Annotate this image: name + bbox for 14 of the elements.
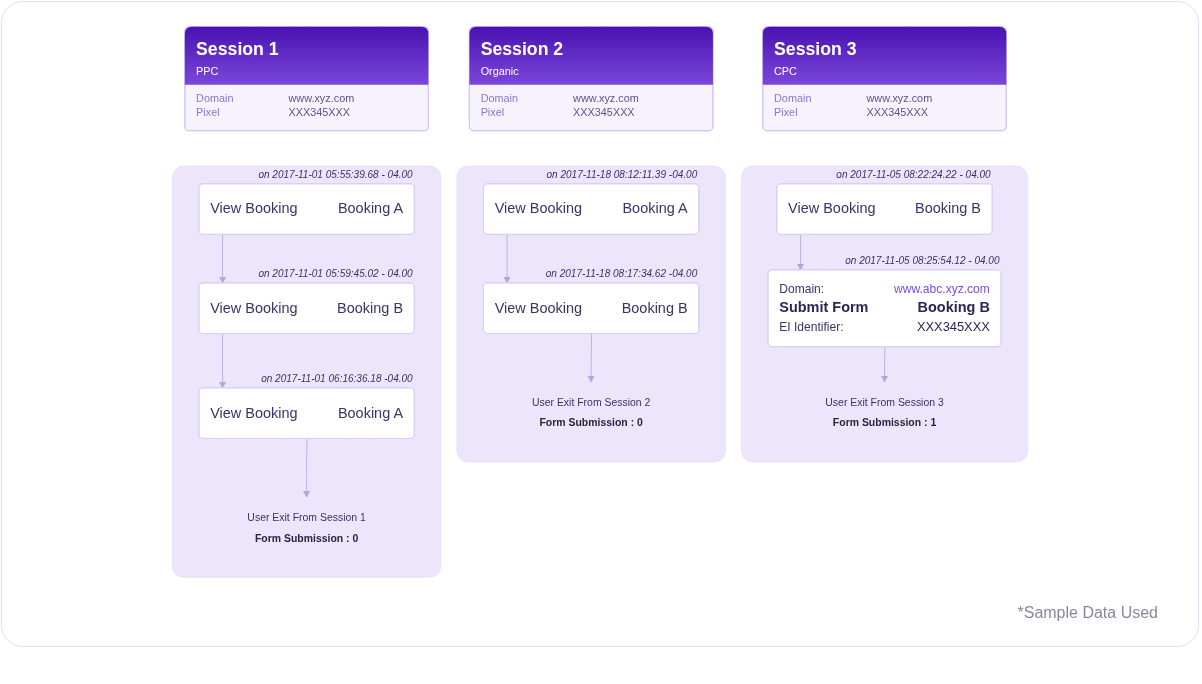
node-text: User Exit From Session 2 Form Submission : 0	[531, 396, 651, 429]
timestamp: on 2017-11-18 08:12:11.39 -04.00	[546, 169, 698, 181]
timestamp: on 2017-11-05 08:22:24.22 - 04.00	[836, 169, 991, 181]
cluster	[171, 165, 442, 578]
timestamp: on 2017-11-01 06:16:36.18 -04.00	[261, 373, 413, 385]
timestamp: on 2017-11-05 08:25:54.12 - 04.00	[845, 255, 1000, 267]
timestamp: on 2017-11-01 05:59:45.02 - 04.00	[258, 268, 413, 280]
timestamp: on 2017-11-18 08:17:34.62 -04.00	[545, 268, 698, 280]
cluster	[741, 165, 1029, 463]
cluster	[456, 165, 726, 463]
node-text: User Exit From Session 3 Form Submission : 1	[825, 396, 944, 429]
node-text: User Exit From Session 1 Form Submission : 0	[247, 511, 366, 544]
footnote: *Sample Data Used	[1017, 602, 1158, 623]
timestamp: on 2017-11-01 05:55:39.68 - 04.00	[258, 169, 413, 181]
